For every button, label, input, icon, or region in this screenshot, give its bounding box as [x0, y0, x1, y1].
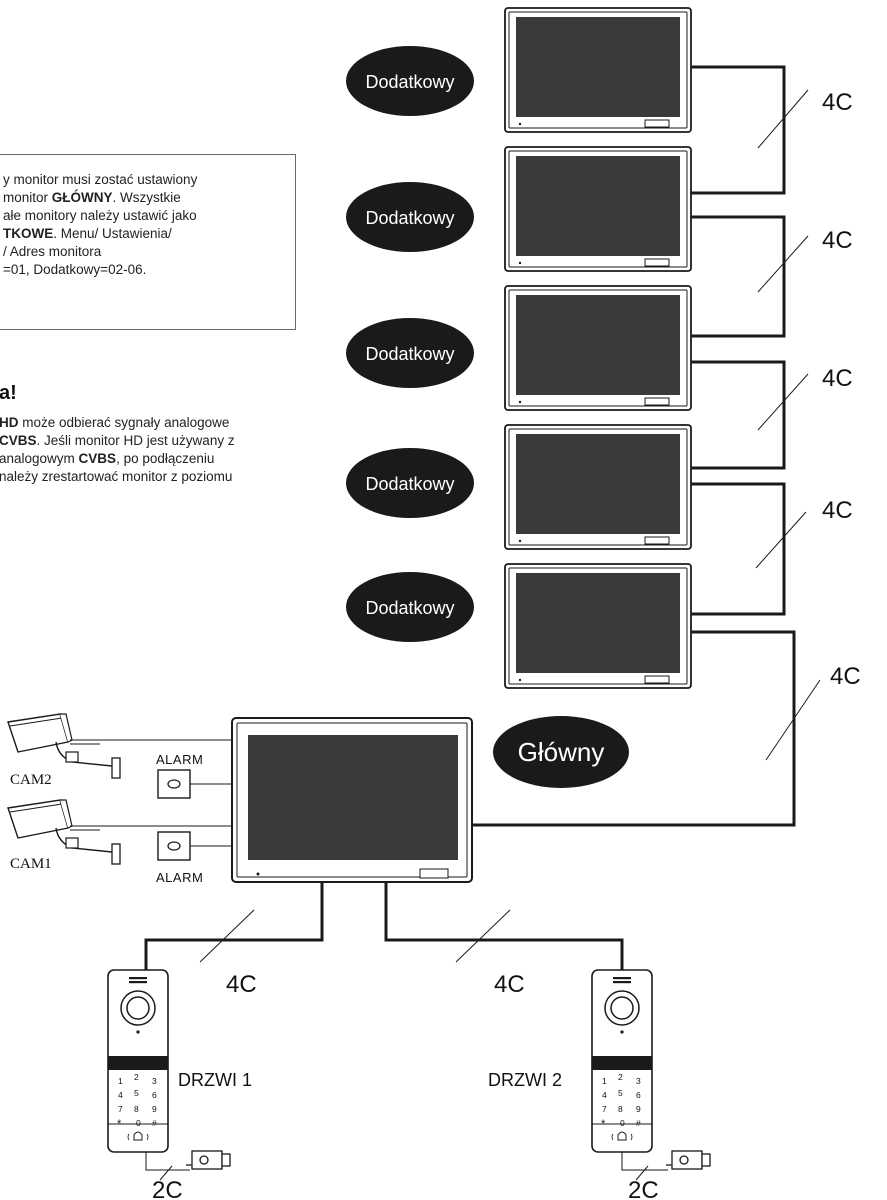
svg-text:2: 2	[618, 1072, 623, 1082]
warning-title: a!	[0, 382, 17, 404]
warning-line-2: CVBS. Jeśli monitor HD jest używany z	[0, 433, 235, 448]
lock-1: 2C	[145, 1150, 231, 1200]
monitor-chain-wires	[472, 65, 796, 827]
svg-text:9: 9	[636, 1104, 641, 1114]
wire-label-4c-1: 4C	[822, 89, 853, 116]
oval-secondary-3: Dodatkowy	[346, 318, 474, 388]
note-line-5: / Adres monitora	[3, 244, 102, 259]
note-line-2: monitor GŁÓWNY. Wszystkie	[3, 190, 181, 205]
door-panel-1: 1 2 3 4 5 6 7 8 9 * 0 # DRZWI 1	[107, 969, 252, 1153]
svg-text:4: 4	[118, 1090, 123, 1100]
warning-line-1: HD może odbierać sygnały analogowe	[0, 415, 230, 430]
wire-label-4c-2: 4C	[822, 227, 853, 254]
svg-text:8: 8	[618, 1104, 623, 1114]
oval-secondary-2: Dodatkowy	[346, 182, 474, 252]
warning-line-4: należy zrestartować monitor z poziomu	[0, 469, 233, 484]
note-line-4: TKOWE. Menu/ Ustawienia/	[3, 226, 172, 241]
oval-main: Główny	[493, 716, 629, 788]
monitor-secondary-4	[504, 424, 692, 550]
note-line-1: y monitor musi zostać ustawiony	[3, 172, 198, 187]
svg-text:#: #	[636, 1118, 641, 1128]
alarm-bottom: ALARM	[156, 831, 232, 885]
monitor-secondary-1	[504, 7, 692, 133]
door-2-label: DRZWI 2	[488, 1070, 562, 1090]
wire-label-2c-door2: 2C	[628, 1177, 659, 1200]
svg-text:Dodatkowy: Dodatkowy	[365, 598, 454, 618]
wire-label-4c-door2: 4C	[494, 971, 525, 998]
wire-label-2c-door1: 2C	[152, 1177, 183, 1200]
wire-label-4c-4: 4C	[822, 497, 853, 524]
svg-text:7: 7	[602, 1104, 607, 1114]
wire-marks	[159, 89, 821, 1181]
svg-text:*: *	[117, 1118, 122, 1130]
note-line-3: ałe monitory należy ustawić jako	[3, 208, 197, 223]
svg-text:3: 3	[152, 1076, 157, 1086]
svg-text:1: 1	[118, 1076, 123, 1086]
svg-text:Dodatkowy: Dodatkowy	[365, 344, 454, 364]
monitor-main	[231, 717, 473, 883]
warning-line-3: analogowym CVBS, po podłączeniu	[0, 451, 215, 466]
svg-text:0: 0	[136, 1118, 141, 1128]
svg-text:8: 8	[134, 1104, 139, 1114]
oval-secondary-1: Dodatkowy	[346, 46, 474, 116]
svg-text:7: 7	[118, 1104, 123, 1114]
svg-text:4: 4	[602, 1090, 607, 1100]
note-line-6: =01, Dodatkowy=02-06.	[3, 262, 147, 277]
alarm-top-label: ALARM	[156, 752, 203, 767]
camera-2: CAM2	[7, 713, 232, 788]
svg-text:1: 1	[602, 1076, 607, 1086]
door-1-label: DRZWI 1	[178, 1070, 252, 1090]
svg-text:3: 3	[636, 1076, 641, 1086]
note-box: y monitor musi zostać ustawiony monitor …	[0, 154, 296, 330]
monitor-secondary-3	[504, 285, 692, 411]
svg-text:#: #	[152, 1118, 157, 1128]
svg-text:5: 5	[134, 1088, 139, 1098]
svg-text:Dodatkowy: Dodatkowy	[365, 474, 454, 494]
camera-1: CAM1	[7, 799, 232, 872]
door-wires	[144, 882, 624, 972]
svg-text:Główny: Główny	[518, 737, 605, 767]
camera-1-label: CAM1	[10, 856, 52, 872]
svg-text:9: 9	[152, 1104, 157, 1114]
wire-label-4c-5: 4C	[830, 663, 861, 690]
camera-2-label: CAM2	[10, 772, 52, 788]
alarm-top: ALARM	[156, 752, 232, 799]
svg-text:Dodatkowy: Dodatkowy	[365, 208, 454, 228]
oval-secondary-5: Dodatkowy	[346, 572, 474, 642]
wire-label-4c-door1: 4C	[226, 971, 257, 998]
svg-text:0: 0	[620, 1118, 625, 1128]
monitor-secondary-2	[504, 146, 692, 272]
lock-2: 2C	[621, 1150, 711, 1200]
svg-text:Dodatkowy: Dodatkowy	[365, 72, 454, 92]
svg-text:6: 6	[636, 1090, 641, 1100]
svg-text:6: 6	[152, 1090, 157, 1100]
svg-text:*: *	[601, 1118, 606, 1130]
wire-label-4c-3: 4C	[822, 365, 853, 392]
alarm-bottom-label: ALARM	[156, 870, 203, 885]
door-panel-2: 1 2 3 4 5 6 7 8 9 * 0 # DRZWI 2	[488, 969, 653, 1153]
svg-text:2: 2	[134, 1072, 139, 1082]
monitor-secondary-5	[504, 563, 692, 689]
oval-secondary-4: Dodatkowy	[346, 448, 474, 518]
svg-text:5: 5	[618, 1088, 623, 1098]
